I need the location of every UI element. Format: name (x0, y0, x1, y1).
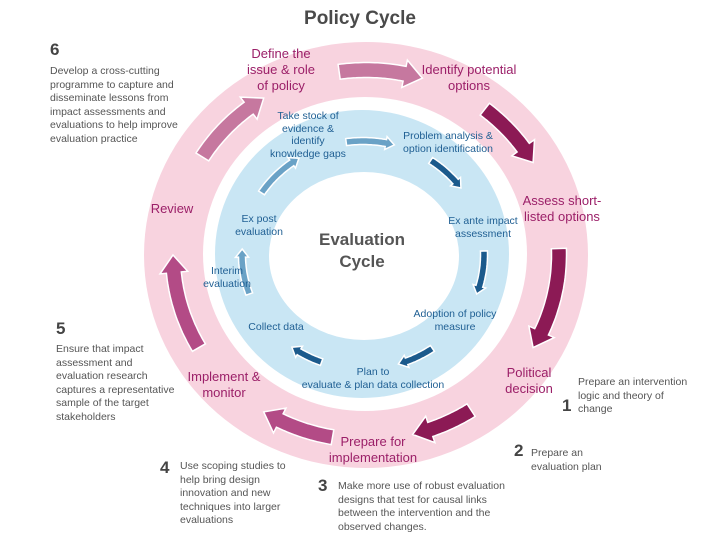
evaluation-center (269, 172, 459, 340)
note-number: 1 (562, 396, 572, 415)
note-4: 4 Use scoping studies to help bring desi… (160, 458, 300, 528)
stage-label-line: assessment (454, 227, 512, 240)
policy-stage-identify-options: Identify potential options (404, 62, 534, 94)
stage-label-line: listed options (524, 209, 600, 224)
stage-label-line: identify (291, 135, 325, 147)
note-2: 2 Prepare an evaluation plan (514, 441, 634, 474)
eval-stage-ex-post: Ex post evaluation (224, 213, 294, 238)
note-number: 3 (318, 476, 328, 495)
note-number: 2 (514, 441, 524, 460)
stage-label-line: monitor (202, 385, 246, 400)
note-number: 6 (50, 40, 60, 59)
stage-label-line: Review (150, 201, 194, 216)
stage-label-line: Identify potential (421, 62, 517, 77)
stage-label-line: decision (505, 381, 553, 396)
eval-stage-plan-evaluate: Plan to evaluate & plan data collection (288, 366, 458, 391)
eval-stage-problem-analysis: Problem analysis & option identification (388, 130, 508, 155)
note-text: Use scoping studies to help bring design… (180, 460, 286, 526)
policy-stage-political-decision: Political decision (494, 365, 564, 397)
note-text: Ensure that impact assessment and evalua… (56, 343, 175, 423)
policy-stage-define-issue: Define the issue & role of policy (226, 46, 336, 94)
note-5: 5 Ensure that impact assessment and eval… (56, 319, 181, 424)
stage-label-line: Take stock of (277, 110, 339, 122)
eval-stage-ex-ante: Ex ante impact assessment (438, 215, 528, 240)
policy-arrow-define-to-identify (337, 58, 424, 89)
center-title-line: Evaluation (319, 230, 405, 249)
policy-arrow-decision-to-prepare (411, 402, 477, 444)
eval-arrow-plan-to-collect (290, 345, 324, 367)
note-text: Prepare an evaluation plan (531, 447, 602, 473)
stage-label-line: Problem analysis & (403, 130, 493, 142)
stage-label-line: Ex post (241, 213, 277, 225)
stage-label-line: evaluation (203, 277, 251, 290)
policy-arrow-review-to-define (194, 96, 265, 162)
diagram-title: Policy Cycle (304, 8, 416, 29)
stage-label-line: Assess short- (522, 193, 602, 208)
note-3: 3 Make more use of robust evaluation des… (318, 476, 518, 534)
eval-arrow-expost-to-takestock (257, 156, 300, 196)
policy-arrow-implement-to-review (158, 253, 207, 353)
stage-label-line: implementation (328, 450, 418, 465)
policy-stage-prepare-implementation: Prepare for implementation (318, 434, 428, 466)
stage-label-line: evidence & (282, 122, 334, 135)
eval-stage-collect-data: Collect data (236, 321, 316, 334)
stage-label-line: Interim (210, 265, 244, 277)
eval-stage-take-stock: Take stock of evidence & identify knowle… (258, 110, 358, 160)
stage-label-line: options (448, 78, 490, 93)
eval-arrow-adoption-to-plan (397, 344, 436, 369)
stage-label-line: Prepare for (340, 434, 406, 449)
note-1: 1 Prepare an intervention logic and theo… (562, 376, 692, 417)
note-text: Prepare an intervention logic and theory… (578, 376, 688, 415)
note-text: Develop a cross-cutting programme to cap… (50, 65, 178, 145)
stage-label-line: option identification (403, 142, 493, 155)
stage-label-line: Define the (251, 46, 311, 61)
eval-stage-interim: Interim evaluation (192, 265, 262, 290)
note-text: Make more use of robust evaluation desig… (338, 480, 505, 533)
stage-label-line: Collect data (248, 321, 304, 333)
eval-arrow-collect-to-interim (233, 247, 254, 297)
stage-label-line: evaluate & plan data collection (301, 378, 445, 391)
stage-label-line: measure (434, 320, 476, 333)
policy-arrow-assess-to-decision (527, 247, 568, 349)
center-title-line: Cycle (339, 252, 385, 271)
stage-label-line: knowledge gaps (270, 147, 346, 160)
note-number: 4 (160, 458, 170, 477)
eval-arrow-exante-to-adoption (471, 250, 489, 296)
evaluation-cycle-title: Evaluation Cycle (300, 229, 424, 273)
stage-label-line: Adoption of policy (413, 308, 497, 320)
stage-label-line: evaluation (235, 225, 283, 238)
eval-arrow-problem-to-exante (427, 156, 462, 189)
note-number: 5 (56, 319, 66, 338)
eval-stage-adoption: Adoption of policy measure (400, 308, 510, 333)
policy-arrow-identify-to-assess (479, 102, 536, 164)
stage-label-line: Political (506, 365, 552, 380)
stage-label-line: Ex ante impact (448, 215, 518, 227)
stage-label-line: issue & role (247, 62, 315, 77)
stage-label-line: of policy (257, 78, 305, 93)
note-6: 6 Develop a cross-cutting programme to c… (50, 40, 190, 146)
policy-stage-implement-monitor: Implement & monitor (174, 369, 274, 401)
policy-arrow-prepare-to-implement (262, 407, 335, 446)
stage-label-line: Plan to (356, 366, 390, 378)
stage-label-line: Implement & (187, 369, 261, 384)
policy-stage-review: Review (142, 201, 202, 217)
eval-arrow-takestock-to-problem (344, 135, 396, 151)
policy-stage-assess-options: Assess short- listed options (512, 193, 612, 225)
